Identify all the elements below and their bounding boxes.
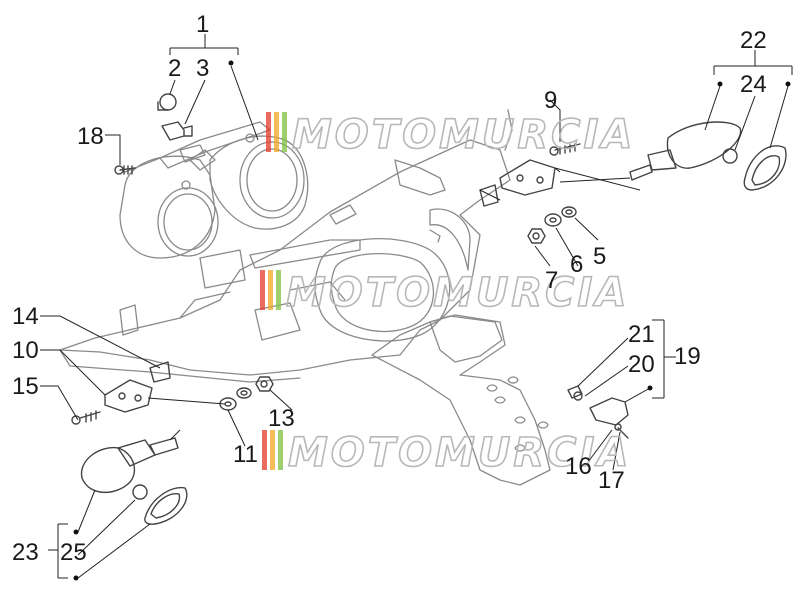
- callout-19: 19: [674, 343, 701, 370]
- callout-25: 25: [60, 539, 87, 566]
- bulb-3: [161, 121, 193, 141]
- screw-18: [114, 165, 136, 175]
- callout-22: 22: [740, 27, 767, 54]
- callout-11: 11: [233, 441, 258, 468]
- callout-15: 15: [12, 373, 39, 400]
- watermark-stripe-red: [262, 430, 267, 470]
- license-plate-holder: [371, 314, 551, 486]
- watermark-stripe-green: [282, 112, 287, 152]
- callout-labels: 1 2 3 22 24 18 9 5 6 7 14 10 15 11 13 21…: [12, 11, 767, 566]
- headlight-assembly: [119, 121, 309, 259]
- watermark-bottom: MOTOMURCIA: [262, 429, 631, 477]
- callout-1: 1: [196, 11, 209, 38]
- callout-18: 18: [77, 123, 104, 150]
- callout-24: 24: [740, 71, 767, 98]
- callout-23: 23: [12, 539, 39, 566]
- watermark-stripe-green: [278, 430, 283, 470]
- watermark-stripe-green: [276, 270, 281, 310]
- rear-frame-body: [59, 109, 513, 383]
- watermark-top: MOTOMURCIA: [266, 111, 635, 159]
- callout-6: 6: [570, 251, 583, 278]
- bracket-10: [104, 361, 171, 413]
- bracket-9: [479, 143, 581, 207]
- watermark-middle: MOTOMURCIA: [260, 269, 629, 317]
- callout-17: 17: [598, 467, 625, 494]
- leader-dots: [73, 60, 791, 581]
- right-indicator: [629, 121, 787, 191]
- leader-lines: [40, 34, 793, 579]
- callout-3: 3: [196, 55, 209, 82]
- watermark-stripe-orange: [270, 430, 275, 470]
- watermark-stripe-red: [266, 112, 271, 152]
- watermark-text: MOTOMURCIA: [288, 430, 631, 476]
- plate-light: [567, 385, 629, 439]
- callout-2: 2: [168, 55, 181, 82]
- watermark-stripe-orange: [274, 112, 279, 152]
- bulb-2: [157, 93, 177, 111]
- watermark-stripe-orange: [268, 270, 273, 310]
- watermark-text: MOTOMURCIA: [286, 270, 629, 316]
- callout-10: 10: [12, 337, 39, 364]
- callout-13: 13: [268, 405, 295, 432]
- callout-21: 21: [628, 321, 655, 348]
- washers-5-6-7: [527, 206, 577, 244]
- callout-9: 9: [544, 87, 557, 114]
- callout-5: 5: [593, 243, 606, 270]
- callout-7: 7: [545, 267, 558, 294]
- callout-20: 20: [628, 351, 655, 378]
- callout-16: 16: [565, 453, 592, 480]
- left-indicator: [80, 437, 188, 525]
- watermark-text: MOTOMURCIA: [292, 112, 635, 158]
- callout-14: 14: [12, 303, 39, 330]
- watermark-stripe-red: [260, 270, 265, 310]
